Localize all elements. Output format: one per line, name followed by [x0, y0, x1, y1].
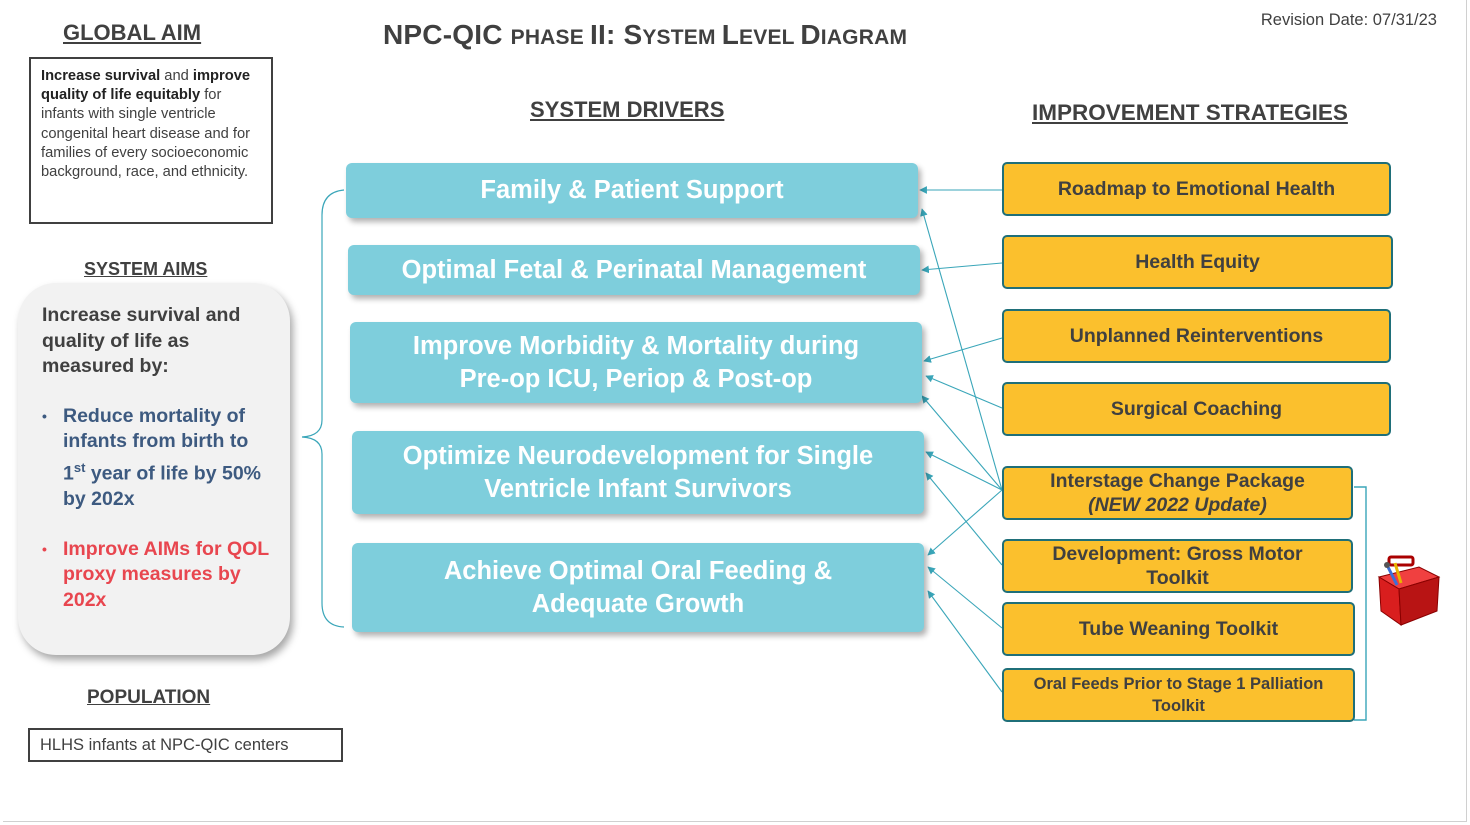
strategy-surgical-coaching: Surgical Coaching	[1002, 382, 1391, 436]
strategy-health-equity: Health Equity	[1002, 235, 1393, 289]
driver-fetal-perinatal: Optimal Fetal & Perinatal Management	[348, 245, 920, 295]
aims-to-drivers-brace	[301, 189, 345, 628]
driver-family-patient-support: Family & Patient Support	[346, 163, 918, 218]
driver-oral-feeding-growth: Achieve Optimal Oral Feeding &Adequate G…	[352, 543, 924, 632]
arrow-oralfeeds-feeding	[927, 590, 1003, 693]
toolkit-bracket	[1354, 486, 1367, 721]
arrow-interstage-family	[920, 208, 1003, 491]
strategy-unplanned-reinterventions: Unplanned Reinterventions	[1002, 309, 1391, 363]
arrow-equity-fetal	[921, 262, 1003, 274]
arrow-motor-neuro	[925, 472, 1003, 566]
system-aims-heading: SYSTEM AIMS	[84, 259, 208, 279]
system-drivers-heading: SYSTEM DRIVERS	[530, 97, 725, 122]
slide-frame	[3, 0, 1467, 822]
population-heading: POPULATION	[87, 687, 211, 708]
system-aims-list: •Reduce mortality of infants from birth …	[42, 404, 272, 614]
improvement-strategies-heading: IMPROVEMENT STRATEGIES	[1032, 100, 1348, 125]
strategy-arrows	[919, 186, 1003, 693]
system-aim-mortality: •Reduce mortality of infants from birth …	[42, 404, 261, 511]
strategy-interstage-change-package: Interstage Change Package(NEW 2022 Updat…	[1002, 466, 1353, 520]
arrow-interstage-neuro	[925, 451, 1003, 491]
system-aims-card: Increase survival and quality of life as…	[18, 283, 290, 655]
strategy-tube-weaning-toolkit: Tube Weaning Toolkit	[1002, 602, 1355, 656]
page-title: NPC-QIC PHASE II: SYSTEM LEVEL DIAGRAM	[383, 19, 908, 50]
system-aim-qol: •Improve AIMs for QOL proxy measures by …	[42, 537, 269, 611]
arrow-reinterventions-morbidity	[923, 337, 1003, 363]
global-aim-box: Increase survival and improve quality of…	[29, 57, 273, 224]
toolbox-icon	[1377, 555, 1441, 626]
global-aim-heading: GLOBAL AIM	[63, 20, 202, 45]
arrow-weaning-feeding	[927, 566, 1003, 629]
strategy-roadmap-emotional-health: Roadmap to Emotional Health	[1002, 162, 1391, 216]
arrow-interstage-morbidity	[921, 395, 1003, 491]
revision-date: Revision Date: 07/31/23	[1260, 11, 1437, 29]
system-aims-intro: Increase survival and quality of life as…	[42, 304, 241, 378]
arrow-interstage-feeding	[927, 489, 1003, 556]
population-box: HLHS infants at NPC-QIC centers	[28, 728, 343, 762]
arrow-coaching-morbidity	[925, 375, 1003, 409]
